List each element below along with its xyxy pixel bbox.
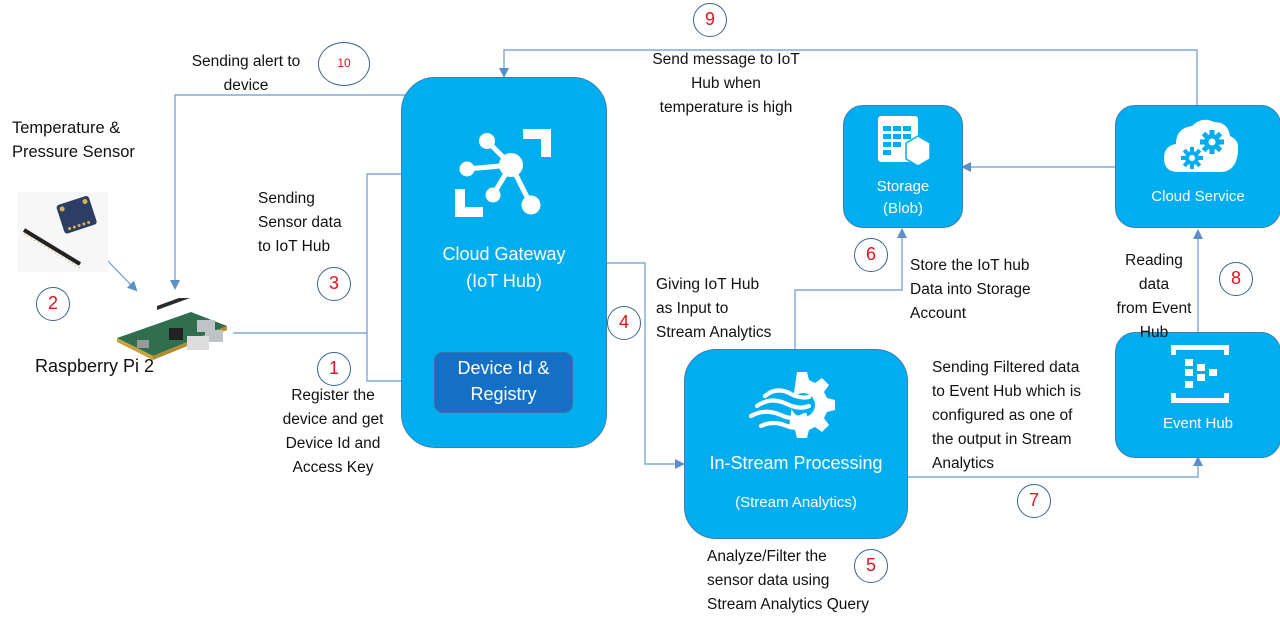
step-10-text: Sending alert to device bbox=[191, 53, 301, 94]
step-6-text: Store the IoT hub Data into Storage Acco… bbox=[910, 257, 1031, 322]
step-badge-8: 8 bbox=[1219, 262, 1253, 296]
step-3-text: Sending Sensor data to IoT Hub bbox=[258, 190, 342, 255]
device-registry-node[interactable]: Device Id & Registry bbox=[434, 352, 573, 413]
sensor-label: Temperature & Pressure Sensor bbox=[12, 119, 135, 161]
connector-cloudservice-to-hub bbox=[499, 49, 1198, 106]
event-hub-icon bbox=[1171, 345, 1229, 403]
step-5-text: Analyze/Filter the sensor data using Str… bbox=[707, 548, 869, 613]
step-7-text: Sending Filtered data to Event Hub which… bbox=[932, 359, 1082, 472]
step-8-text: Reading data from Event Hub bbox=[1116, 252, 1192, 341]
step-9-text: Send message to IoT Hub when temperature… bbox=[652, 51, 800, 116]
event-hub-title: Event Hub bbox=[1162, 415, 1234, 432]
step-badge-1: 1 bbox=[317, 352, 351, 386]
stream-title: In-Stream Processing bbox=[709, 453, 883, 473]
stream-analytics-node[interactable]: In-Stream Processing (Stream Analytics) bbox=[684, 349, 908, 539]
device-registry-line2: Registry bbox=[470, 384, 537, 404]
step-badge-4: 4 bbox=[607, 306, 641, 340]
stream-analytics-icon bbox=[748, 372, 835, 438]
iot-hub-title: Cloud Gateway bbox=[442, 244, 566, 264]
cloud-service-node[interactable]: Cloud Service bbox=[1115, 105, 1280, 228]
iot-hub-subtitle: (IoT Hub) bbox=[466, 271, 542, 291]
step-badge-5: 5 bbox=[854, 549, 888, 583]
step-badge-10: 10 bbox=[318, 42, 370, 86]
step-badge-6: 6 bbox=[854, 238, 888, 272]
raspberry-pi-board-icon bbox=[117, 298, 227, 360]
storage-title: Storage bbox=[876, 178, 930, 195]
event-hub-node[interactable]: Event Hub bbox=[1115, 332, 1280, 458]
step-1-text: Register the device and get Device Id an… bbox=[282, 387, 384, 476]
stream-subtitle: (Stream Analytics) bbox=[735, 494, 857, 511]
iot-hub-node[interactable]: Cloud Gateway (IoT Hub) Device Id & Regi… bbox=[401, 77, 607, 448]
step-4-text: Giving IoT Hub as Input to Stream Analyt… bbox=[656, 276, 772, 341]
cloud-service-title: Cloud Service bbox=[1151, 188, 1245, 205]
step-badge-7: 7 bbox=[1017, 484, 1051, 518]
step-badge-2: 2 bbox=[36, 287, 70, 321]
storage-subtitle: (Blob) bbox=[882, 200, 923, 217]
blob-storage-icon bbox=[878, 116, 931, 167]
storage-node[interactable]: Storage (Blob) bbox=[843, 105, 963, 228]
sensor-board-icon bbox=[18, 192, 108, 272]
iot-hub-icon bbox=[455, 129, 551, 217]
raspberry-pi-label: Raspberry Pi 2 bbox=[35, 356, 155, 376]
step-badge-9: 9 bbox=[693, 3, 727, 37]
step-badge-3: 3 bbox=[317, 267, 351, 301]
cloud-gears-icon bbox=[1164, 119, 1238, 172]
device-registry-line1: Device Id & bbox=[457, 358, 550, 378]
